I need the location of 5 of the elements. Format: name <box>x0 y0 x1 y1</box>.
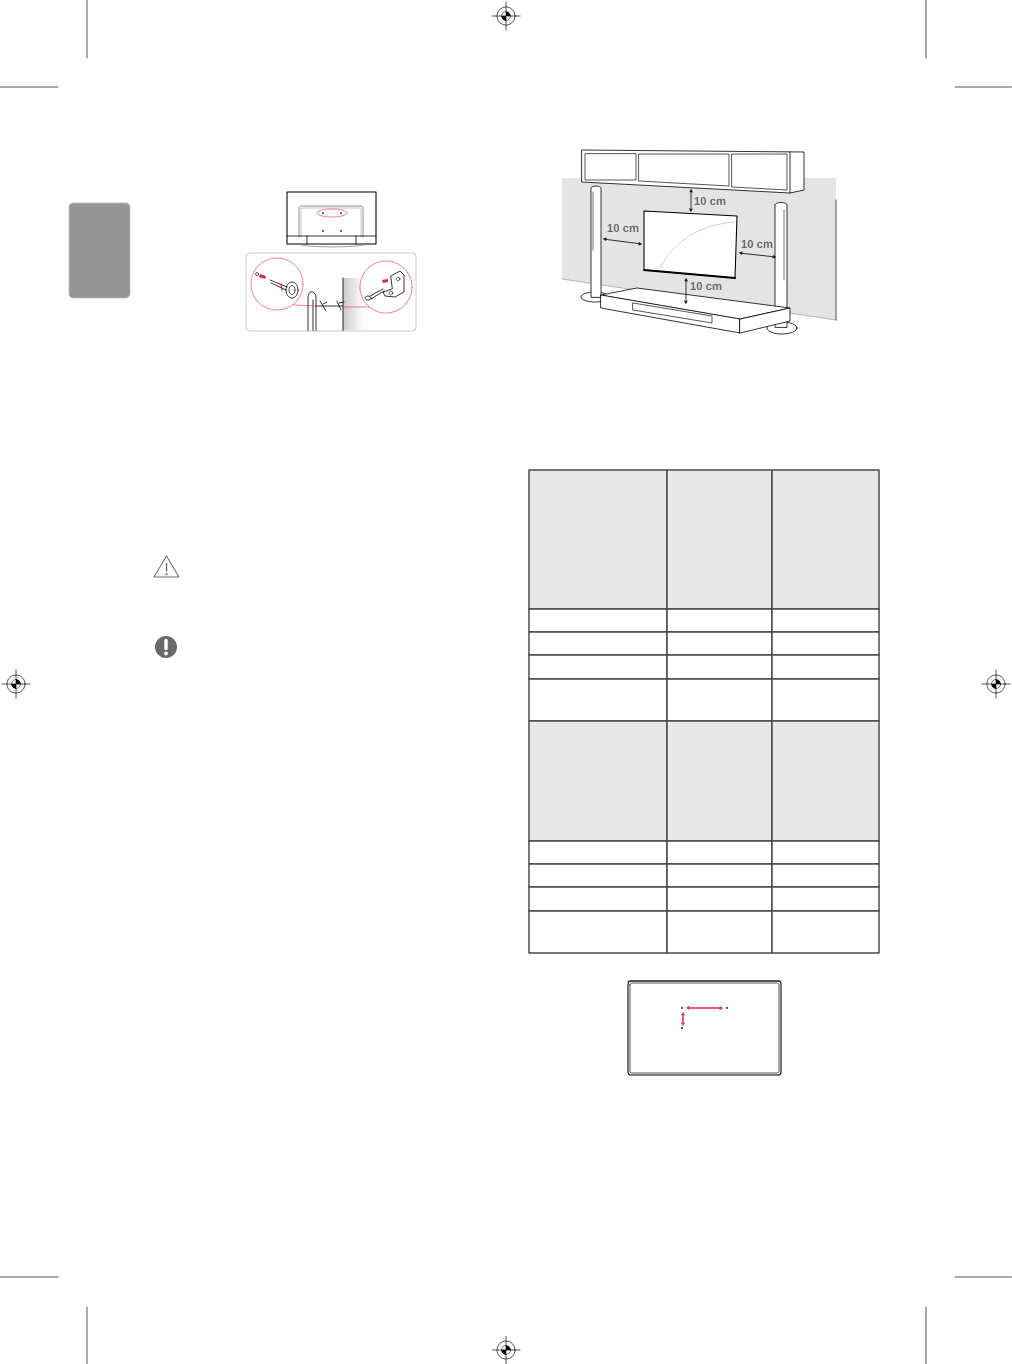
side-tab <box>68 202 131 299</box>
dimension-label: 10 cm <box>607 224 639 232</box>
dimension-label: 10 cm <box>690 282 722 290</box>
dimension-label: 10 cm <box>694 197 726 205</box>
dimension-label: 10 cm <box>741 240 773 248</box>
